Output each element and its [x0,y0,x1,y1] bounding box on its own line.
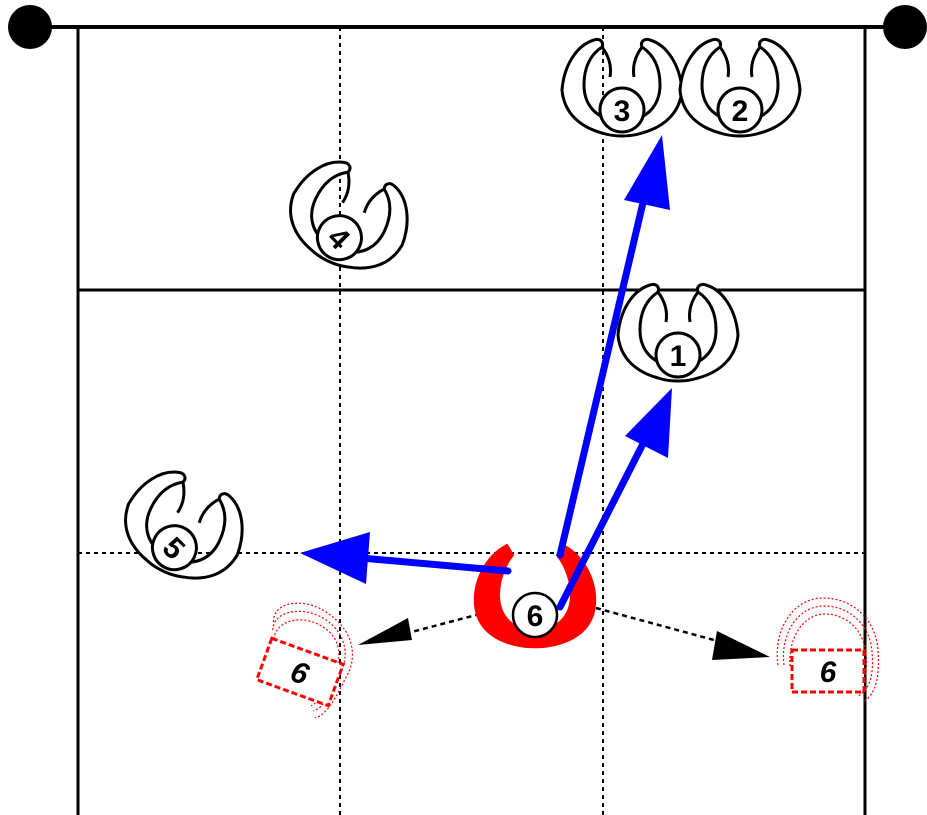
player-2: 2 [678,38,802,138]
player-1-label: 1 [670,340,687,373]
move-arrow-right [595,606,770,660]
set-arrow-to-5 [300,532,512,584]
active-player-6: 6 [473,543,597,649]
player-3: 3 [560,38,684,138]
zone-grid [78,27,865,815]
set-arrow-to-3 [556,135,670,559]
player-3-label: 3 [614,95,631,128]
player-1: 1 [616,283,740,383]
net-post-left [8,5,52,49]
ghost-player-right: 6 [776,597,880,703]
player-2-label: 2 [732,95,749,128]
ghost-player-left: 6 [254,602,353,719]
player-4: 4 [289,160,409,270]
move-arrow-left [358,612,481,645]
net-post-right [883,5,927,49]
player-5: 5 [124,470,244,580]
set-arrow-to-1 [556,388,672,611]
active-player-6-label: 6 [527,600,544,633]
ghost-player-right-label: 6 [820,656,837,689]
